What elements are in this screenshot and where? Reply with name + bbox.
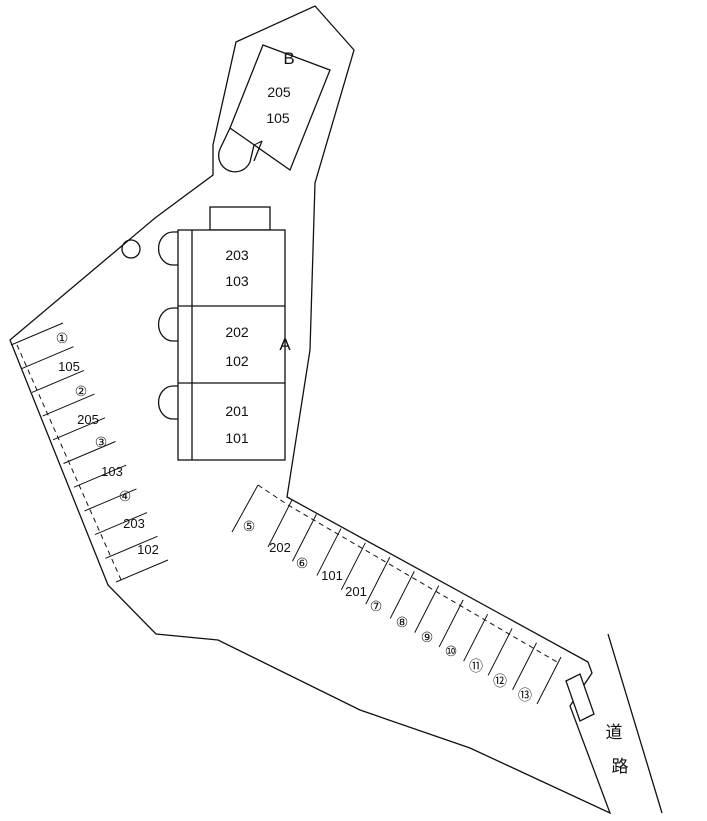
right-stall-divider — [438, 599, 464, 648]
right-stall-divider — [512, 642, 537, 690]
building-b-porch-divider — [253, 140, 263, 146]
right-lot-left-end — [231, 484, 259, 533]
right-stall-divider — [463, 613, 489, 662]
building-a-porch-1 — [157, 231, 178, 266]
right-stall-divider — [340, 542, 366, 591]
building-a: A 203 103 202 102 201 101 — [157, 206, 291, 461]
right-slot-8: ⑧ — [396, 614, 409, 630]
building-b-lower-room: 105 — [266, 110, 290, 126]
parking-lot-left: ① 105 ② 205 ③ 103 ④ 203 102 — [10, 322, 169, 583]
left-stall-divider — [84, 488, 137, 512]
road-side-box — [565, 673, 595, 722]
room-101: 101 — [225, 430, 249, 446]
building-b: B 205 105 — [218, 44, 331, 173]
left-slot-1: ① — [56, 330, 69, 346]
right-room-202: 202 — [269, 540, 291, 555]
road-edge-line — [607, 633, 663, 814]
right-stall-divider — [365, 556, 391, 605]
left-stall-divider — [42, 393, 95, 417]
left-slot-2-room: 205 — [77, 412, 99, 427]
left-stall-divider — [115, 559, 169, 583]
room-203: 203 — [225, 247, 249, 263]
building-a-outline — [177, 229, 286, 461]
right-room-101: 101 — [321, 568, 343, 583]
left-slot-2: ② — [75, 383, 88, 399]
left-stall-divider — [31, 369, 85, 393]
left-stall-divider — [105, 535, 158, 559]
right-stall-divider — [292, 514, 317, 562]
tree-circle — [121, 239, 141, 259]
left-stall-divider — [94, 512, 148, 536]
room-102: 102 — [225, 353, 249, 369]
property-boundary — [9, 5, 612, 815]
right-slot-6: ⑥ — [296, 555, 309, 571]
building-b-label: B — [283, 49, 294, 68]
left-stall-divider — [63, 441, 116, 464]
right-slot-9: ⑨ — [421, 629, 434, 645]
right-stall-divider — [487, 628, 513, 676]
left-slot-1-room: 105 — [58, 359, 80, 374]
right-slot-13: ⑬ — [518, 687, 532, 703]
building-b-upper-room: 205 — [267, 84, 291, 100]
room-103: 103 — [225, 273, 249, 289]
left-stall-divider — [21, 346, 74, 370]
parking-lot-right: ⑤ 202 ⑥ 101 201 ⑦ ⑧ ⑨ ⑩ ⑪ ⑫ ⑬ — [231, 484, 562, 705]
left-slot-4-room: 203 — [123, 516, 145, 531]
left-stall-divider — [52, 417, 106, 441]
building-b-porch-post — [253, 140, 263, 162]
right-stall-divider — [267, 499, 293, 548]
left-stall-divider — [73, 464, 127, 488]
building-a-top-annex — [209, 206, 271, 231]
right-slot-11: ⑪ — [469, 658, 483, 674]
left-lot-dashed-line — [16, 344, 123, 583]
building-b-porch — [218, 127, 255, 173]
building-a-label: A — [279, 335, 291, 354]
right-stall-divider — [536, 656, 562, 705]
road-label-char-1: 道 — [606, 723, 623, 742]
room-202: 202 — [225, 324, 249, 340]
building-a-porch-3 — [157, 385, 178, 420]
right-lot-dashed-line — [257, 484, 558, 663]
right-slot-12: ⑫ — [493, 673, 507, 689]
left-stall-divider — [10, 322, 64, 346]
road-label-char-2: 路 — [612, 757, 629, 776]
right-stall-divider — [389, 571, 415, 619]
right-stall-divider — [316, 528, 342, 576]
right-slot-5: ⑤ — [243, 518, 256, 534]
right-stall-divider — [414, 585, 440, 633]
right-room-201: 201 — [345, 584, 367, 599]
building-a-porch-2 — [157, 307, 178, 342]
room-201: 201 — [225, 403, 249, 419]
right-slot-7: ⑦ — [370, 598, 383, 614]
left-slot-5-room: 102 — [137, 542, 159, 557]
right-slot-10: ⑩ — [445, 643, 458, 659]
building-b-outline — [229, 44, 331, 172]
